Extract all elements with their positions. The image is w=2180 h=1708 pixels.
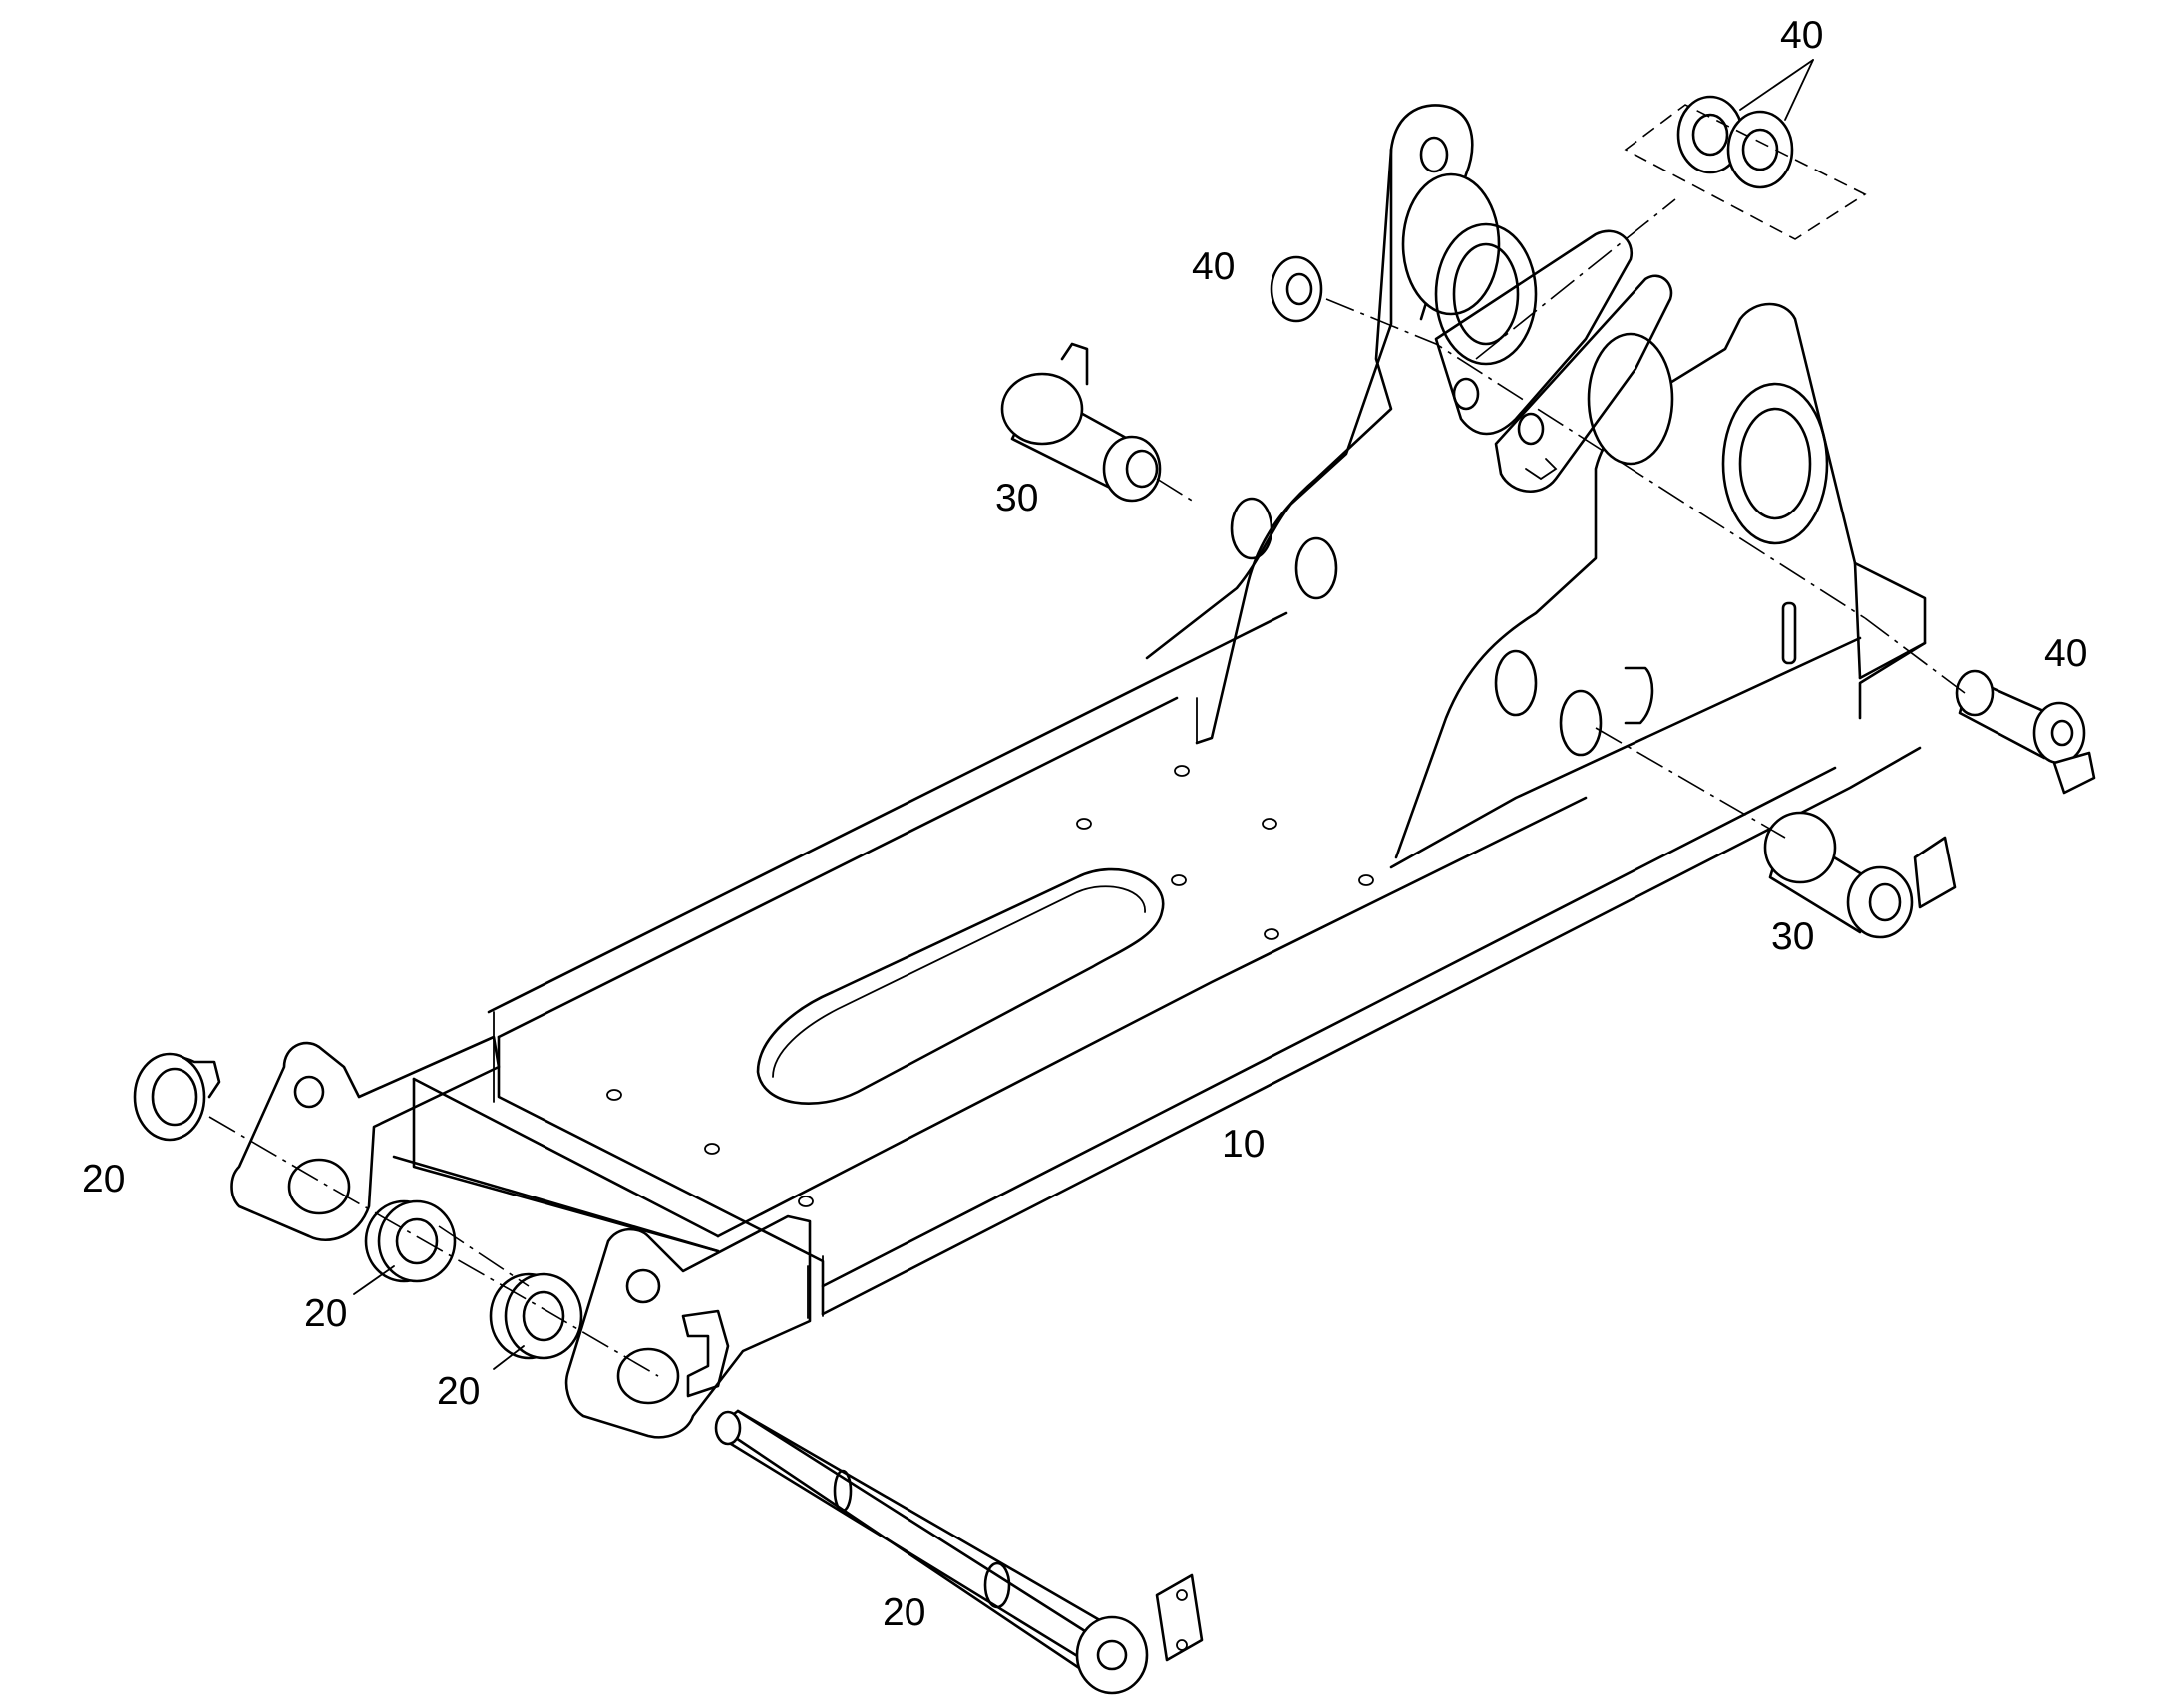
- label-bushing-pair: 40: [1780, 14, 1823, 57]
- label-frame: 10: [1222, 1123, 1265, 1166]
- part-front-pin: [714, 1409, 1204, 1695]
- main-frame: [230, 104, 1927, 1439]
- label-upper-washer: 40: [1192, 245, 1235, 288]
- label-upper-pin: 30: [995, 477, 1038, 519]
- label-front-pin: 20: [883, 1591, 925, 1634]
- label-left-washer: 20: [82, 1158, 125, 1200]
- part-right-pin: [1955, 669, 2096, 795]
- label-bushing-a: 20: [304, 1292, 347, 1335]
- label-right-pin: 40: [2044, 632, 2087, 675]
- parts-group: [133, 95, 2096, 1695]
- part-left-washer: [133, 1052, 221, 1142]
- assembly-axis-lines: [208, 198, 1966, 1377]
- part-upper-pin: [1000, 342, 1162, 503]
- part-bushing-pair: [1624, 95, 1867, 240]
- part-bushing-a: [364, 1199, 457, 1283]
- label-lower-pin: 30: [1771, 915, 1814, 958]
- label-bushing-b: 20: [437, 1370, 480, 1413]
- leader-lines: [353, 59, 1814, 1370]
- part-upper-washer: [1270, 255, 1323, 323]
- part-lower-pin: [1763, 811, 1957, 939]
- callout-labels: 10 20 20 20 20 30 30 40 40 40: [82, 14, 2087, 1634]
- part-bushing-b: [489, 1272, 583, 1360]
